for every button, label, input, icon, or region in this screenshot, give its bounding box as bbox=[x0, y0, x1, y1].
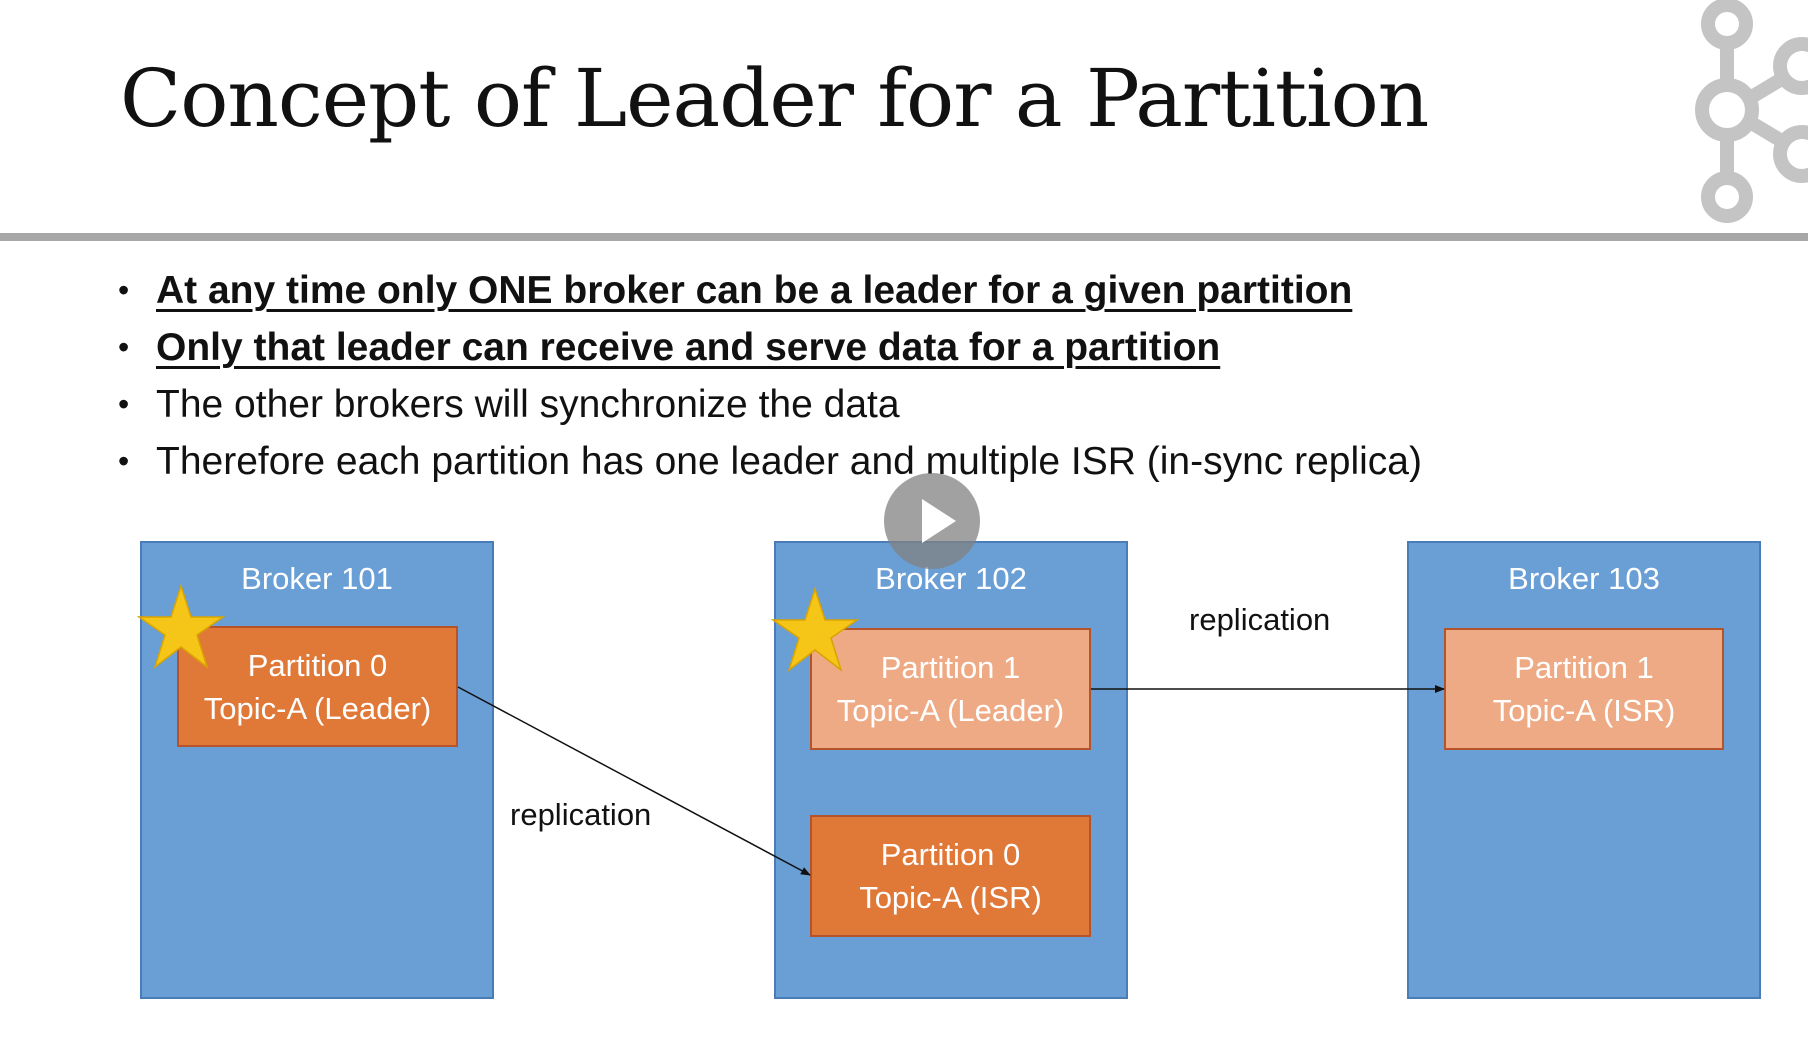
bullet-list: • At any time only ONE broker can be a l… bbox=[118, 262, 1422, 490]
replication-label: replication bbox=[510, 797, 652, 832]
bullet-dot-icon: • bbox=[118, 386, 130, 422]
partition-name: Partition 1 bbox=[880, 650, 1021, 685]
page-title: Concept of Leader for a Partition bbox=[120, 52, 1429, 145]
bullet-dot-icon: • bbox=[118, 272, 130, 308]
bullet-item: • Only that leader can receive and serve… bbox=[118, 319, 1422, 376]
broker-label: Broker 101 bbox=[241, 561, 393, 596]
partition-box-p0-leader: Partition 0 Topic-A (Leader) bbox=[177, 626, 458, 747]
partition-box-p0-isr: Partition 0 Topic-A (ISR) bbox=[810, 815, 1091, 937]
bullet-item: • The other brokers will synchronize the… bbox=[118, 376, 1422, 433]
bullet-text: At any time only ONE broker can be a lea… bbox=[156, 269, 1353, 312]
broker-label: Broker 103 bbox=[1508, 561, 1660, 596]
broker-box-103: Broker 103 bbox=[1407, 541, 1761, 999]
partition-role: Topic-A (ISR) bbox=[1492, 693, 1676, 728]
broker-box-101: Broker 101 bbox=[140, 541, 494, 999]
partition-role: Topic-A (ISR) bbox=[859, 880, 1042, 915]
partition-role: Topic-A (Leader) bbox=[836, 693, 1065, 728]
bullet-item: • Therefore each partition has one leade… bbox=[118, 433, 1422, 490]
bullet-dot-icon: • bbox=[118, 443, 130, 479]
play-icon[interactable] bbox=[884, 473, 980, 569]
partition-box-p1-leader: Partition 1 Topic-A (Leader) bbox=[810, 628, 1091, 750]
partition-box-p1-isr: Partition 1 Topic-A (ISR) bbox=[1444, 628, 1724, 750]
bullet-item: • At any time only ONE broker can be a l… bbox=[118, 262, 1422, 319]
bullet-text: Therefore each partition has one leader … bbox=[156, 440, 1422, 483]
title-divider bbox=[0, 233, 1808, 241]
bullet-text: Only that leader can receive and serve d… bbox=[156, 326, 1221, 369]
broker-label: Broker 102 bbox=[875, 561, 1027, 596]
partition-name: Partition 0 bbox=[880, 837, 1021, 872]
partition-name: Partition 0 bbox=[247, 647, 388, 683]
replication-arrow-p0 bbox=[457, 686, 811, 876]
bullet-text: The other brokers will synchronize the d… bbox=[156, 383, 900, 426]
partition-role: Topic-A (Leader) bbox=[203, 690, 432, 726]
replication-label: replication bbox=[1189, 602, 1331, 637]
kafka-logo-icon bbox=[1695, 0, 1808, 223]
bullet-dot-icon: • bbox=[118, 329, 130, 365]
partition-name: Partition 1 bbox=[1514, 650, 1654, 685]
